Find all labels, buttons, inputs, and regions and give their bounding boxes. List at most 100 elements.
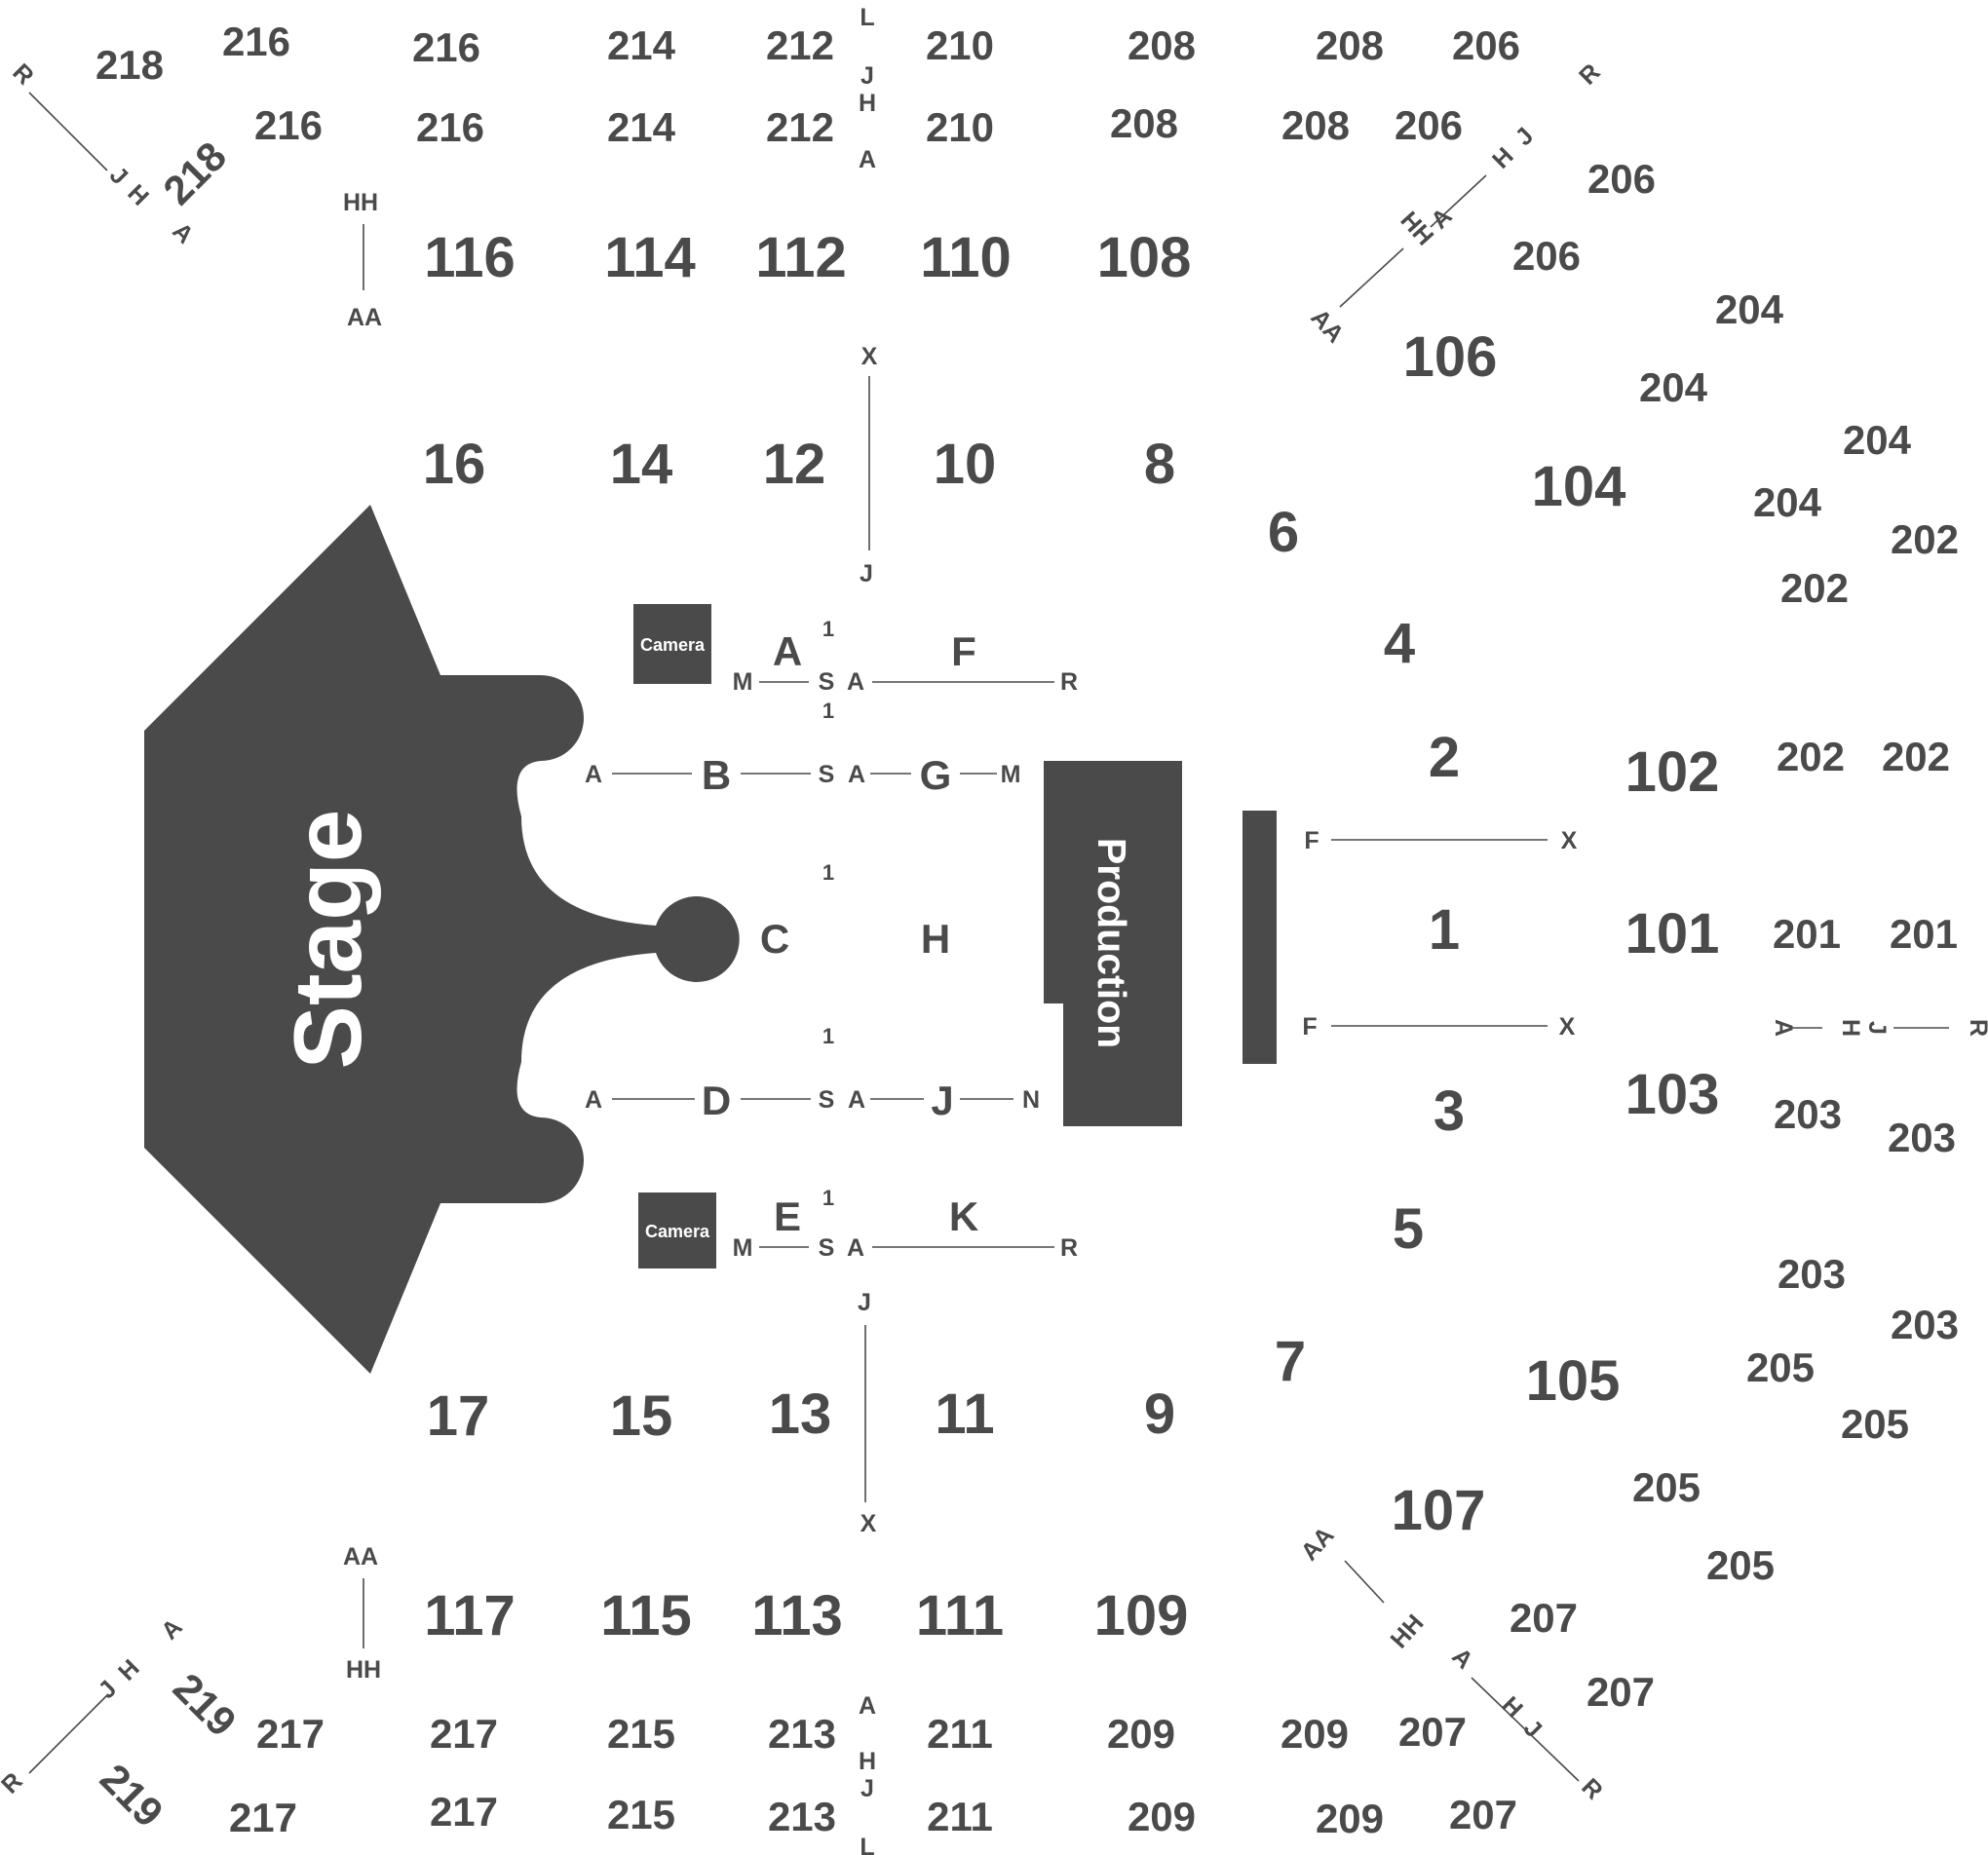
section-16[interactable]: 16 (423, 433, 486, 496)
section-209[interactable]: 209 (1281, 1711, 1349, 1757)
section-205[interactable]: 205 (1841, 1401, 1909, 1447)
section-111[interactable]: 111 (916, 1584, 1004, 1647)
section-208[interactable]: 208 (1281, 102, 1350, 148)
section-4[interactable]: 4 (1384, 612, 1415, 675)
section-1[interactable]: 1 (1429, 898, 1460, 962)
section-206[interactable]: 206 (1512, 233, 1581, 279)
section-217[interactable]: 217 (430, 1789, 498, 1835)
section-204[interactable]: 204 (1639, 364, 1708, 410)
section-107[interactable]: 107 (1392, 1479, 1486, 1542)
section-203[interactable]: 203 (1891, 1302, 1959, 1347)
section-203[interactable]: 203 (1774, 1091, 1842, 1137)
section-202[interactable]: 202 (1882, 734, 1950, 779)
section-205[interactable]: 205 (1632, 1464, 1701, 1510)
section-202[interactable]: 202 (1780, 565, 1849, 611)
section-5[interactable]: 5 (1393, 1197, 1424, 1261)
section-218[interactable]: 218 (96, 42, 164, 88)
section-15[interactable]: 15 (610, 1384, 673, 1448)
floor-section-e[interactable]: E (774, 1193, 801, 1239)
floor-section-k[interactable]: K (949, 1193, 978, 1239)
section-217[interactable]: 217 (430, 1711, 498, 1757)
section-217[interactable]: 217 (229, 1795, 297, 1840)
section-106[interactable]: 106 (1403, 325, 1498, 389)
section-215[interactable]: 215 (607, 1792, 675, 1837)
section-218[interactable]: 218 (154, 132, 235, 213)
section-208[interactable]: 208 (1316, 22, 1384, 68)
section-210[interactable]: 210 (926, 104, 994, 150)
floor-section-b[interactable]: B (702, 752, 731, 798)
floor-section-d[interactable]: D (702, 1078, 731, 1123)
floor-section-c[interactable]: C (760, 916, 789, 962)
section-103[interactable]: 103 (1625, 1063, 1720, 1126)
section-205[interactable]: 205 (1746, 1344, 1815, 1390)
section-116[interactable]: 116 (424, 226, 516, 289)
floor-section-h[interactable]: H (921, 916, 950, 962)
section-202[interactable]: 202 (1777, 734, 1845, 779)
section-201[interactable]: 201 (1890, 911, 1958, 957)
section-203[interactable]: 203 (1778, 1251, 1846, 1297)
section-206[interactable]: 206 (1395, 102, 1463, 148)
section-213[interactable]: 213 (768, 1794, 836, 1839)
section-102[interactable]: 102 (1625, 740, 1720, 804)
section-12[interactable]: 12 (763, 433, 826, 496)
section-209[interactable]: 209 (1128, 1794, 1196, 1839)
section-207[interactable]: 207 (1449, 1792, 1517, 1837)
section-207[interactable]: 207 (1398, 1709, 1467, 1755)
section-208[interactable]: 208 (1128, 22, 1196, 68)
section-10[interactable]: 10 (934, 433, 997, 496)
section-216[interactable]: 216 (412, 24, 480, 70)
section-204[interactable]: 204 (1843, 417, 1912, 463)
section-206[interactable]: 206 (1452, 22, 1520, 68)
section-113[interactable]: 113 (751, 1584, 843, 1647)
section-207[interactable]: 207 (1510, 1595, 1578, 1641)
stage[interactable]: Stage (144, 505, 740, 1374)
section-201[interactable]: 201 (1773, 911, 1841, 957)
section-17[interactable]: 17 (427, 1384, 490, 1448)
section-211[interactable]: 211 (927, 1794, 993, 1839)
section-210[interactable]: 210 (926, 22, 994, 68)
section-204[interactable]: 204 (1753, 479, 1822, 525)
section-8[interactable]: 8 (1144, 433, 1175, 496)
section-9[interactable]: 9 (1144, 1382, 1175, 1446)
section-214[interactable]: 214 (607, 104, 676, 150)
section-204[interactable]: 204 (1715, 286, 1784, 332)
section-216[interactable]: 216 (416, 104, 484, 150)
section-112[interactable]: 112 (755, 226, 847, 289)
section-14[interactable]: 14 (610, 433, 673, 496)
section-110[interactable]: 110 (920, 226, 1012, 289)
section-205[interactable]: 205 (1706, 1542, 1775, 1588)
section-213[interactable]: 213 (768, 1711, 836, 1757)
floor-section-f[interactable]: F (951, 628, 976, 674)
section-209[interactable]: 209 (1107, 1711, 1175, 1757)
section-202[interactable]: 202 (1891, 516, 1959, 562)
section-109[interactable]: 109 (1094, 1584, 1189, 1647)
section-216[interactable]: 216 (222, 19, 290, 64)
section-2[interactable]: 2 (1429, 726, 1460, 789)
section-101[interactable]: 101 (1625, 902, 1720, 965)
section-7[interactable]: 7 (1275, 1330, 1306, 1393)
section-203[interactable]: 203 (1888, 1115, 1956, 1160)
section-212[interactable]: 212 (766, 104, 834, 150)
section-211[interactable]: 211 (927, 1711, 993, 1757)
section-212[interactable]: 212 (766, 22, 834, 68)
section-115[interactable]: 115 (600, 1584, 692, 1647)
section-219[interactable]: 219 (165, 1664, 246, 1745)
floor-section-g[interactable]: G (920, 752, 952, 798)
section-108[interactable]: 108 (1097, 226, 1192, 289)
section-117[interactable]: 117 (424, 1584, 516, 1647)
floor-section-a[interactable]: A (773, 628, 802, 674)
section-3[interactable]: 3 (1434, 1079, 1465, 1143)
section-208[interactable]: 208 (1110, 100, 1178, 146)
section-217[interactable]: 217 (256, 1711, 325, 1757)
section-11[interactable]: 11 (935, 1382, 994, 1446)
section-105[interactable]: 105 (1526, 1349, 1621, 1413)
section-219[interactable]: 219 (92, 1755, 172, 1836)
section-207[interactable]: 207 (1587, 1669, 1655, 1715)
section-206[interactable]: 206 (1587, 156, 1656, 202)
section-104[interactable]: 104 (1532, 455, 1626, 518)
section-214[interactable]: 214 (607, 22, 676, 68)
section-216[interactable]: 216 (254, 102, 323, 148)
section-215[interactable]: 215 (607, 1711, 675, 1757)
floor-section-j[interactable]: J (931, 1078, 953, 1123)
section-6[interactable]: 6 (1268, 501, 1299, 564)
